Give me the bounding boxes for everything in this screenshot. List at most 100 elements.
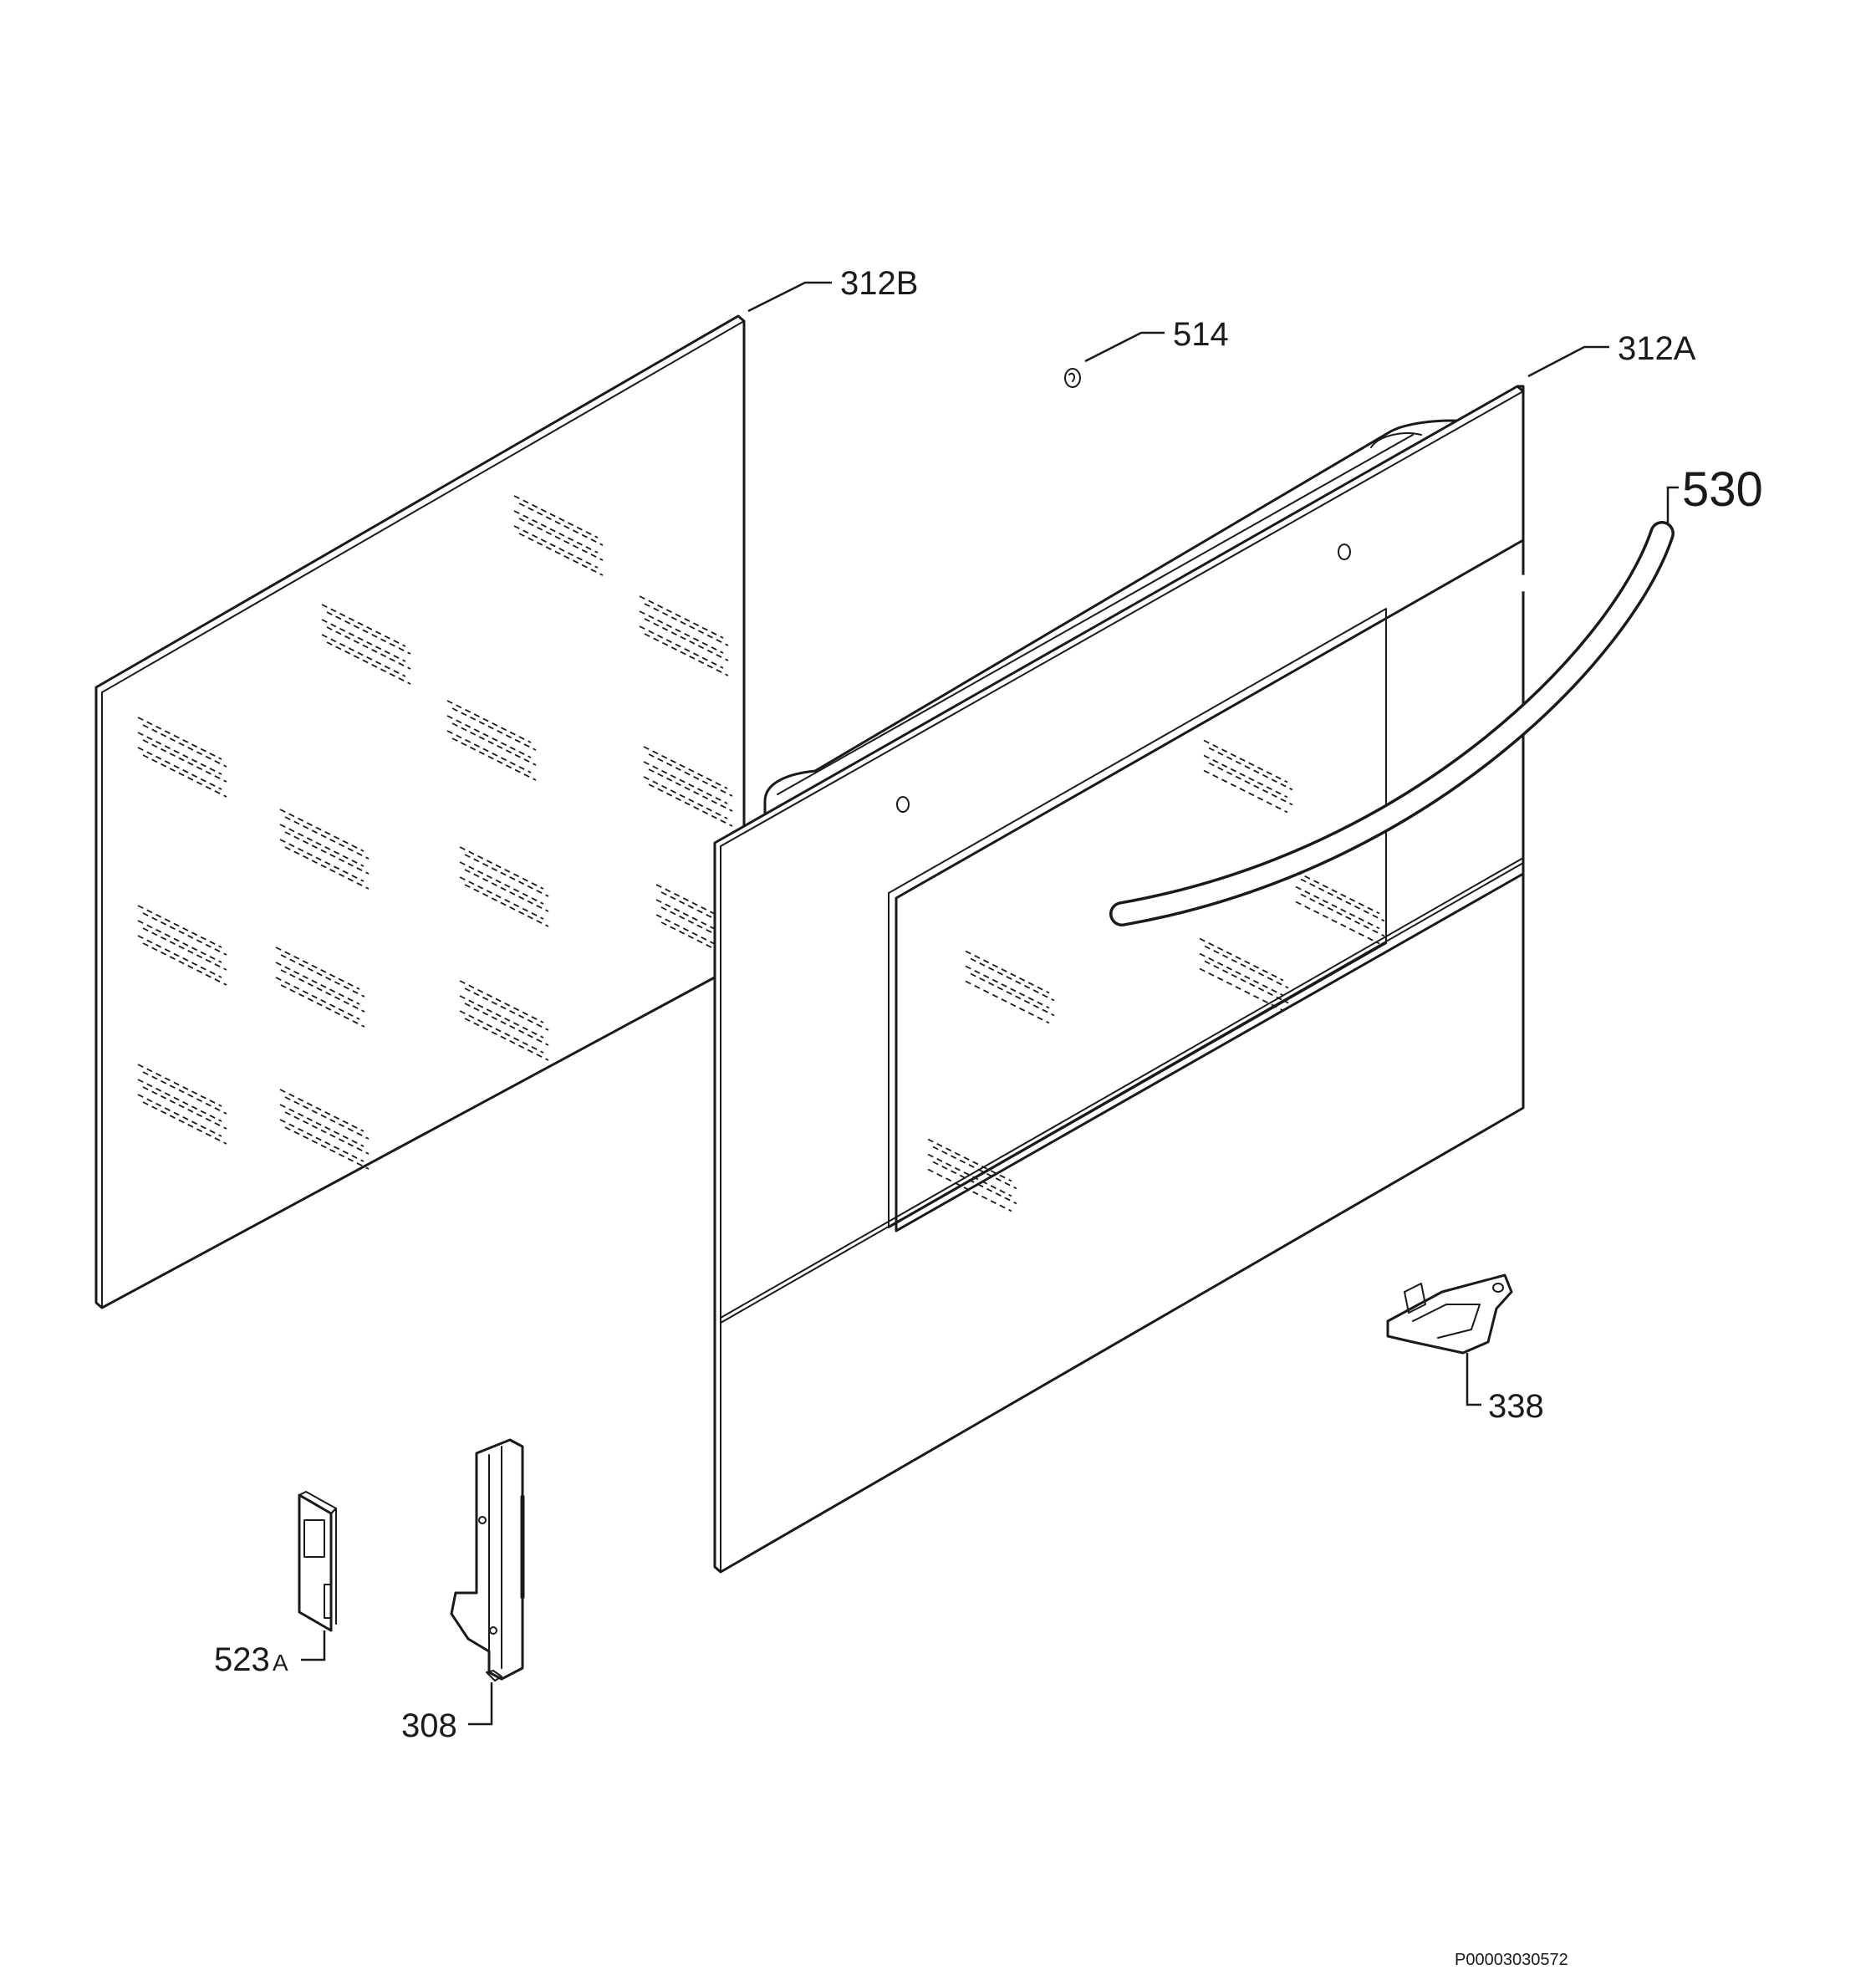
print-dash	[142, 754, 227, 798]
leader-lines	[301, 281, 1679, 1726]
leader-514	[1084, 331, 1165, 363]
print-dash	[275, 947, 360, 990]
print-dash	[518, 518, 604, 561]
print-dash	[279, 1089, 364, 1132]
print-dash	[451, 722, 537, 766]
print-dash	[1199, 937, 1284, 982]
print-dash	[284, 1126, 370, 1170]
print-dash	[142, 739, 227, 783]
print-dash	[648, 768, 733, 812]
door-bottom-band-line	[720, 862, 1524, 1324]
print-dash	[446, 730, 532, 773]
print-dash	[655, 914, 741, 957]
print-dash	[284, 816, 370, 860]
clip-tooth	[324, 1584, 332, 1619]
print-dash	[137, 905, 222, 948]
print-dash	[137, 1079, 222, 1122]
print-dash	[142, 912, 227, 956]
print-dash	[137, 732, 222, 775]
print-dash	[137, 747, 222, 790]
print-dash	[965, 965, 1050, 1009]
print-dash	[142, 1101, 227, 1145]
door-window-opening	[895, 538, 1525, 1232]
print-dash	[1203, 754, 1288, 799]
print-dash	[459, 846, 544, 890]
print-dash	[655, 899, 741, 942]
print-dash	[932, 1161, 1017, 1205]
bracket-tab	[1404, 1283, 1426, 1314]
print-dash	[137, 1094, 222, 1137]
print-dash	[648, 753, 733, 797]
print-dash	[326, 611, 411, 655]
print-dash	[137, 1064, 222, 1107]
print-dash	[446, 700, 532, 743]
print-dash	[284, 831, 370, 875]
print-dash	[279, 839, 364, 882]
print-dash	[279, 1119, 364, 1162]
door-hinge-308	[450, 1438, 525, 1682]
print-dash	[1208, 747, 1293, 791]
print-dash	[965, 950, 1050, 994]
print-dash	[518, 533, 604, 576]
print-dash	[927, 1153, 1012, 1197]
print-dash	[965, 980, 1050, 1024]
clip-body	[298, 1493, 333, 1632]
screw-hole-right	[1338, 544, 1351, 560]
print-dash	[321, 604, 406, 647]
handle-fill	[1112, 523, 1672, 924]
print-dash	[513, 495, 599, 538]
print-dash	[137, 935, 222, 978]
print-dash	[464, 869, 549, 912]
print-dash	[518, 503, 604, 546]
print-dash	[970, 972, 1055, 1017]
hinge-arm	[450, 1438, 524, 1681]
print-dash	[513, 525, 599, 569]
print-dash	[464, 854, 549, 897]
print-dash	[644, 633, 729, 676]
print-dash	[643, 746, 728, 789]
print-dash	[446, 715, 532, 758]
door-top-profile-line-1	[777, 434, 1414, 795]
label-523a-suffix: A	[273, 1650, 288, 1676]
print-dash	[655, 884, 741, 927]
print-dash	[660, 891, 746, 935]
print-dash	[1203, 769, 1288, 814]
print-dash	[1300, 893, 1385, 937]
print-dash	[1199, 967, 1284, 1012]
print-dash	[648, 783, 733, 827]
glass-print-pattern	[137, 495, 746, 1170]
door-top-edge	[720, 390, 1524, 847]
part-labels: 312B 514 312A 530 338 523 A 308 P0000303…	[214, 265, 1763, 1969]
hinge-foot	[486, 1670, 502, 1682]
clip-window	[303, 1519, 325, 1558]
leader-312b	[747, 281, 832, 313]
print-dash	[284, 846, 370, 890]
label-514: 514	[1173, 316, 1229, 353]
inner-glass-top-edge	[101, 320, 745, 693]
print-dash	[1300, 878, 1385, 922]
print-dash	[1295, 885, 1380, 930]
print-dash	[970, 957, 1055, 1002]
label-312b: 312B	[840, 265, 918, 302]
print-dash	[451, 737, 537, 781]
screw-hole-left	[896, 796, 910, 813]
leader-530	[1666, 486, 1679, 523]
print-dash	[927, 1138, 1012, 1182]
print-dash	[1204, 945, 1289, 989]
print-dash	[142, 724, 227, 768]
print-dash	[284, 1096, 370, 1140]
print-dash	[1208, 762, 1293, 806]
print-dash	[1199, 952, 1284, 997]
print-dash	[451, 707, 537, 751]
label-530: 530	[1682, 462, 1763, 517]
label-338: 338	[1488, 1388, 1544, 1425]
print-dash	[275, 962, 360, 1005]
print-dash	[932, 1146, 1017, 1190]
door-bottom-band-line-2	[720, 857, 1524, 1319]
label-523a-number: 523	[214, 1641, 270, 1678]
print-dash	[321, 619, 406, 662]
print-dash	[644, 603, 729, 646]
screw-514	[1064, 368, 1081, 388]
bracket-body	[1386, 1273, 1513, 1355]
print-dash	[639, 595, 724, 639]
